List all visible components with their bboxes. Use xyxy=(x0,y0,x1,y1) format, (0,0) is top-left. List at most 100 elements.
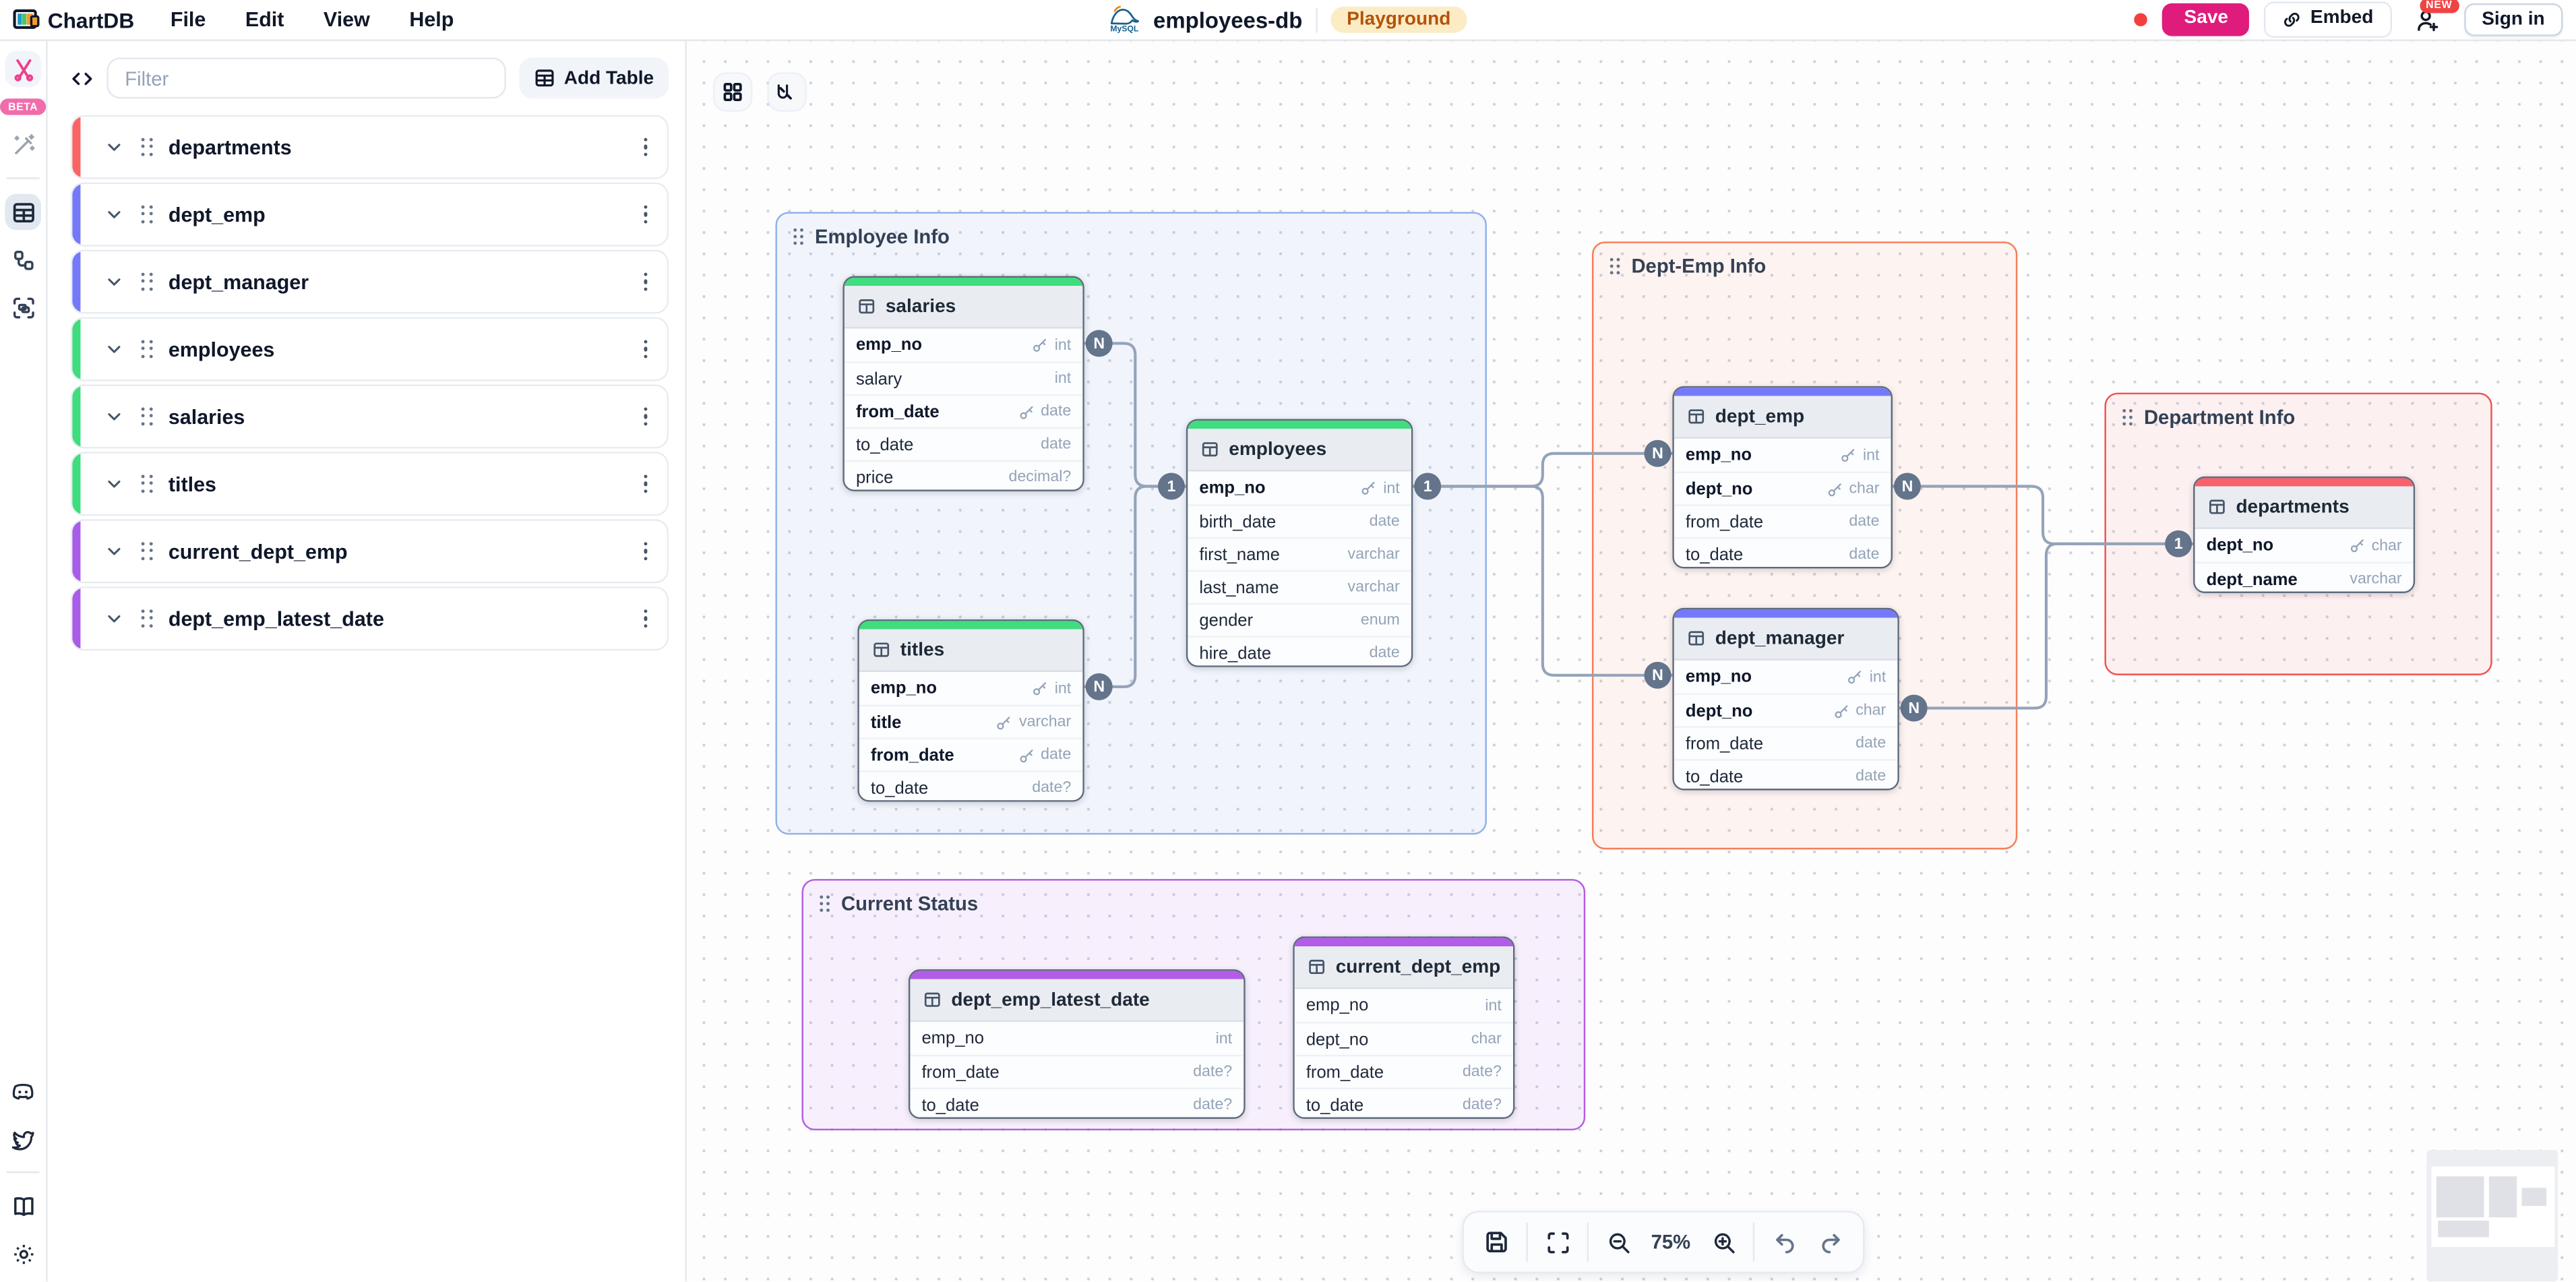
field-type: char xyxy=(1849,479,1880,498)
sidebar-table-row[interactable]: current_dept_emp xyxy=(70,519,669,584)
chevron-down-icon[interactable] xyxy=(105,206,123,224)
settings-icon[interactable] xyxy=(5,1235,41,1272)
twitter-icon[interactable] xyxy=(5,1120,41,1157)
menu-file[interactable]: File xyxy=(170,8,206,32)
zoom-level[interactable]: 75% xyxy=(1651,1230,1691,1254)
drag-handle-icon[interactable] xyxy=(141,474,154,493)
drag-handle-icon[interactable] xyxy=(820,894,831,913)
sidebar-table-row[interactable]: dept_manager xyxy=(70,249,669,314)
table-accent-strip xyxy=(1674,388,1891,396)
table-icon xyxy=(1687,408,1705,426)
drag-handle-icon[interactable] xyxy=(141,609,154,628)
undo-icon[interactable] xyxy=(1761,1219,1807,1265)
sidebar-table-row[interactable]: titles xyxy=(70,452,669,516)
table-header[interactable]: employees xyxy=(1188,429,1411,472)
table-menu-icon[interactable] xyxy=(643,609,648,628)
field-name: salary xyxy=(855,369,902,389)
table-menu-icon[interactable] xyxy=(643,541,648,561)
zoom-in-icon[interactable] xyxy=(1700,1219,1746,1265)
chevron-down-icon[interactable] xyxy=(105,475,123,493)
drag-handle-icon[interactable] xyxy=(2122,408,2134,427)
zoom-out-icon[interactable] xyxy=(1595,1219,1641,1265)
table-menu-icon[interactable] xyxy=(643,205,648,224)
drag-handle-icon[interactable] xyxy=(141,541,154,561)
docs-icon[interactable] xyxy=(5,1188,41,1224)
discord-icon[interactable] xyxy=(5,1073,41,1109)
embed-button[interactable]: Embed xyxy=(2264,1,2392,38)
sidebar-table-row[interactable]: departments xyxy=(70,115,669,179)
table-menu-icon[interactable] xyxy=(643,138,648,157)
sidebar-table-row[interactable]: dept_emp_latest_date xyxy=(70,586,669,651)
magnet-icon[interactable] xyxy=(768,73,805,111)
diagram-title[interactable]: employees-db xyxy=(1153,7,1303,32)
relationships-panel-button[interactable] xyxy=(5,241,41,278)
sidebar-table-row[interactable]: salaries xyxy=(70,384,669,449)
table-header[interactable]: titles xyxy=(859,629,1083,672)
chartdb-agent-icon[interactable] xyxy=(5,51,41,88)
dependencies-panel-button[interactable] xyxy=(5,289,41,326)
drag-handle-icon[interactable] xyxy=(141,339,154,359)
drag-handle-icon[interactable] xyxy=(141,272,154,291)
menu-help[interactable]: Help xyxy=(409,8,454,32)
filter-input[interactable] xyxy=(106,57,507,99)
fit-view-icon[interactable] xyxy=(1535,1219,1581,1265)
field-type: enum xyxy=(1360,611,1400,630)
field-type: char xyxy=(2371,536,2402,555)
table-menu-icon[interactable] xyxy=(643,474,648,493)
table-menu-icon[interactable] xyxy=(643,339,648,359)
table-header[interactable]: dept_manager xyxy=(1674,617,1898,661)
chevron-down-icon[interactable] xyxy=(105,408,123,426)
group-title: Current Status xyxy=(841,892,979,915)
chevron-down-icon[interactable] xyxy=(105,542,123,560)
table-header[interactable]: salaries xyxy=(844,286,1083,329)
group-label: Dept-Emp Info xyxy=(1593,243,2015,278)
add-table-button[interactable]: Add Table xyxy=(519,57,669,99)
sidebar-table-row[interactable]: dept_emp xyxy=(70,182,669,247)
menu-view[interactable]: View xyxy=(323,8,370,32)
drag-handle-icon[interactable] xyxy=(1609,257,1622,275)
grid-view-icon[interactable] xyxy=(714,73,751,111)
table-menu-icon[interactable] xyxy=(643,406,648,426)
drag-handle-icon[interactable] xyxy=(141,137,154,157)
table-header[interactable]: current_dept_emp xyxy=(1294,946,1513,989)
primary-key-icon xyxy=(1847,669,1863,685)
redo-icon[interactable] xyxy=(1807,1219,1853,1265)
table-menu-icon[interactable] xyxy=(643,272,648,292)
save-button[interactable]: Save xyxy=(2162,3,2250,36)
drag-handle-icon[interactable] xyxy=(141,406,154,426)
sign-in-button[interactable]: Sign in xyxy=(2463,3,2563,36)
menu-edit[interactable]: Edit xyxy=(245,8,284,32)
minimap[interactable] xyxy=(2426,1150,2558,1282)
code-view-icon[interactable] xyxy=(71,67,94,90)
save-diagram-icon[interactable] xyxy=(1473,1219,1519,1265)
table-header[interactable]: departments xyxy=(2195,486,2414,529)
tables-panel-button[interactable] xyxy=(5,193,41,231)
table-name: dept_manager xyxy=(168,270,309,294)
table-name: titles xyxy=(168,472,216,495)
table-name: dept_emp_latest_date xyxy=(168,607,384,630)
table-header[interactable]: dept_emp xyxy=(1674,396,1891,439)
drag-handle-icon[interactable] xyxy=(141,204,154,224)
field-type: varchar xyxy=(1019,712,1072,731)
chevron-down-icon[interactable] xyxy=(105,340,123,359)
field-type: date xyxy=(1856,734,1887,753)
chevron-down-icon[interactable] xyxy=(105,609,123,628)
invite-user-button[interactable]: NEW xyxy=(2406,0,2459,40)
drag-handle-icon[interactable] xyxy=(793,227,805,246)
sidebar-table-row[interactable]: employees xyxy=(70,317,669,381)
chevron-down-icon[interactable] xyxy=(105,138,123,156)
magic-wand-icon[interactable] xyxy=(5,127,41,163)
table-color-stripe xyxy=(72,251,81,313)
table-header[interactable]: dept_emp_latest_date xyxy=(910,979,1244,1022)
chevron-down-icon[interactable] xyxy=(105,273,123,291)
